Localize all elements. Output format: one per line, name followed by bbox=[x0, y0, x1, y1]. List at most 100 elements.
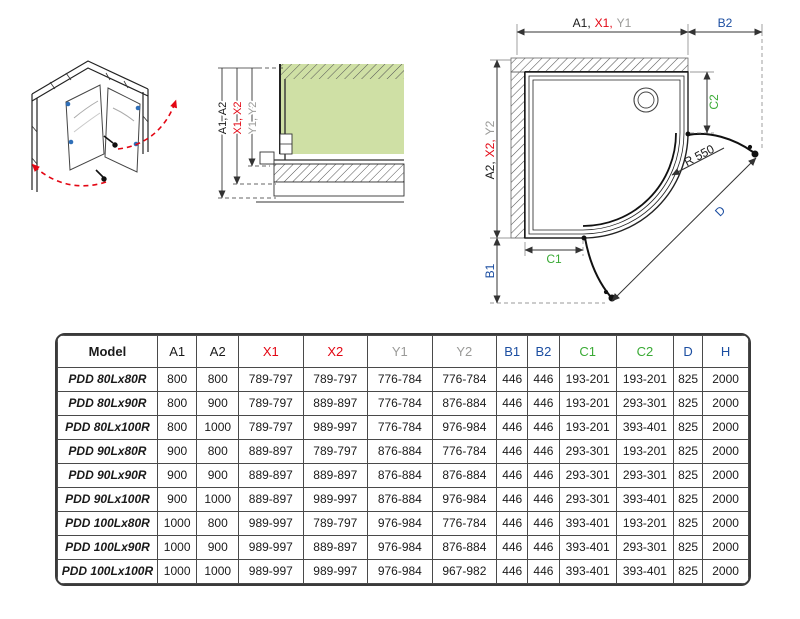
dim-label-d: D bbox=[712, 203, 728, 219]
dimension-value: 989-997 bbox=[238, 511, 304, 536]
dimension-value: 825 bbox=[673, 463, 704, 488]
dimension-value: 800 bbox=[196, 511, 240, 536]
dimension-value: 889-897 bbox=[302, 391, 369, 416]
dimension-value: 976-984 bbox=[431, 415, 498, 440]
dimension-value: 876-884 bbox=[367, 439, 433, 464]
dimension-value: 393-401 bbox=[615, 559, 675, 584]
dimension-value: 293-301 bbox=[615, 463, 675, 488]
section-dimension-labels: A1, A2 X1, X2 Y1, Y2 bbox=[215, 100, 261, 137]
cross-section-diagram: A1, A2 X1, X2 Y1, Y2 bbox=[215, 64, 405, 203]
column-header-model: Model bbox=[57, 335, 158, 368]
dimension-value: 446 bbox=[527, 559, 560, 584]
dimension-value: 800 bbox=[156, 391, 198, 416]
column-header-b2: B2 bbox=[527, 335, 560, 368]
dimension-value: 2000 bbox=[702, 463, 749, 488]
frame-hatch-ticks bbox=[31, 72, 149, 165]
dimension-value: 876-884 bbox=[431, 463, 498, 488]
shower-tray-section bbox=[256, 151, 405, 203]
dim-label-a1-x1-y1: A1,X1,Y1 bbox=[573, 16, 632, 30]
dimension-value: 789-797 bbox=[238, 415, 304, 440]
dimension-value: 776-784 bbox=[367, 367, 433, 392]
dimension-value: 976-984 bbox=[367, 535, 433, 560]
dimension-value: 976-984 bbox=[367, 559, 433, 584]
dimension-value: 900 bbox=[156, 439, 198, 464]
dimension-value: 900 bbox=[196, 463, 240, 488]
dimension-value: 393-401 bbox=[558, 535, 617, 560]
frame bbox=[31, 60, 149, 192]
dimension-value: 1000 bbox=[156, 535, 198, 560]
door-swing-arrow-icon bbox=[31, 99, 177, 187]
dimension-value: 446 bbox=[496, 415, 529, 440]
dimension-value: 446 bbox=[496, 535, 529, 560]
dimension-value: 889-897 bbox=[238, 439, 304, 464]
dimension-value: 989-997 bbox=[238, 559, 304, 584]
dimension-value: 876-884 bbox=[367, 487, 433, 512]
dimension-value: 446 bbox=[496, 439, 529, 464]
dimension-value: 825 bbox=[673, 415, 704, 440]
dimension-value: 889-897 bbox=[238, 487, 304, 512]
glass-doors bbox=[65, 84, 141, 182]
dimension-value: 776-784 bbox=[367, 391, 433, 416]
column-header-x2: X2 bbox=[302, 335, 369, 368]
dimension-value: 976-984 bbox=[431, 487, 498, 512]
dimension-value: 825 bbox=[673, 367, 704, 392]
dimension-value: 876-884 bbox=[431, 535, 498, 560]
plan-view-diagram: A1,X1,Y1 B2 A2,X2,Y2 B1 C1 C2 D R 550 bbox=[483, 16, 763, 304]
model-name: PDD 90Lx80R bbox=[57, 439, 158, 464]
dimension-value: 967-982 bbox=[431, 559, 498, 584]
dimension-value: 2000 bbox=[702, 439, 749, 464]
shower-tray-outline bbox=[524, 71, 689, 239]
dimension-value: 446 bbox=[527, 463, 560, 488]
dimension-value: 193-201 bbox=[615, 439, 675, 464]
dimension-value: 446 bbox=[496, 463, 529, 488]
dimension-value: 889-897 bbox=[238, 463, 304, 488]
dimension-value: 446 bbox=[527, 439, 560, 464]
column-header-c1: C1 bbox=[558, 335, 617, 368]
dimension-value: 776-784 bbox=[431, 511, 498, 536]
dimension-value: 446 bbox=[496, 559, 529, 584]
dimension-value: 293-301 bbox=[615, 391, 675, 416]
dim-label-c2: C2 bbox=[707, 94, 721, 110]
dimension-value: 2000 bbox=[702, 511, 749, 536]
dimension-value: 889-897 bbox=[302, 535, 369, 560]
dimension-value: 393-401 bbox=[615, 487, 675, 512]
dim-label-c1: C1 bbox=[546, 252, 562, 266]
model-name: PDD 80Lx90R bbox=[57, 391, 158, 416]
dimension-value: 446 bbox=[527, 487, 560, 512]
dimension-value: 1000 bbox=[196, 559, 240, 584]
dimension-value: 393-401 bbox=[558, 511, 617, 536]
dimension-value: 2000 bbox=[702, 367, 749, 392]
dimension-value: 293-301 bbox=[615, 535, 675, 560]
dimension-value: 789-797 bbox=[302, 511, 369, 536]
dimension-value: 900 bbox=[196, 535, 240, 560]
model-name: PDD 100Lx90R bbox=[57, 535, 158, 560]
model-name: PDD 90Lx90R bbox=[57, 463, 158, 488]
dimension-value: 446 bbox=[496, 511, 529, 536]
model-name: PDD 100Lx100R bbox=[57, 559, 158, 584]
dimension-value: 800 bbox=[196, 439, 240, 464]
dimension-value: 293-301 bbox=[558, 487, 617, 512]
column-header-d: D bbox=[673, 335, 704, 368]
door-handle-icon bbox=[95, 135, 118, 182]
dim-label-b1: B1 bbox=[483, 263, 497, 278]
column-header-a1: A1 bbox=[156, 335, 198, 368]
dimension-value: 2000 bbox=[702, 415, 749, 440]
plan-dimension-lines bbox=[490, 24, 763, 304]
dimension-value: 193-201 bbox=[558, 415, 617, 440]
column-header-y2: Y2 bbox=[431, 335, 498, 368]
dim-label-x1-x2: X1, X2 bbox=[232, 101, 244, 134]
wall-tile-panel bbox=[279, 64, 404, 154]
column-header-b1: B1 bbox=[496, 335, 529, 368]
dimension-value: 446 bbox=[527, 511, 560, 536]
dimension-value: 889-897 bbox=[302, 463, 369, 488]
dimension-value: 2000 bbox=[702, 487, 749, 512]
